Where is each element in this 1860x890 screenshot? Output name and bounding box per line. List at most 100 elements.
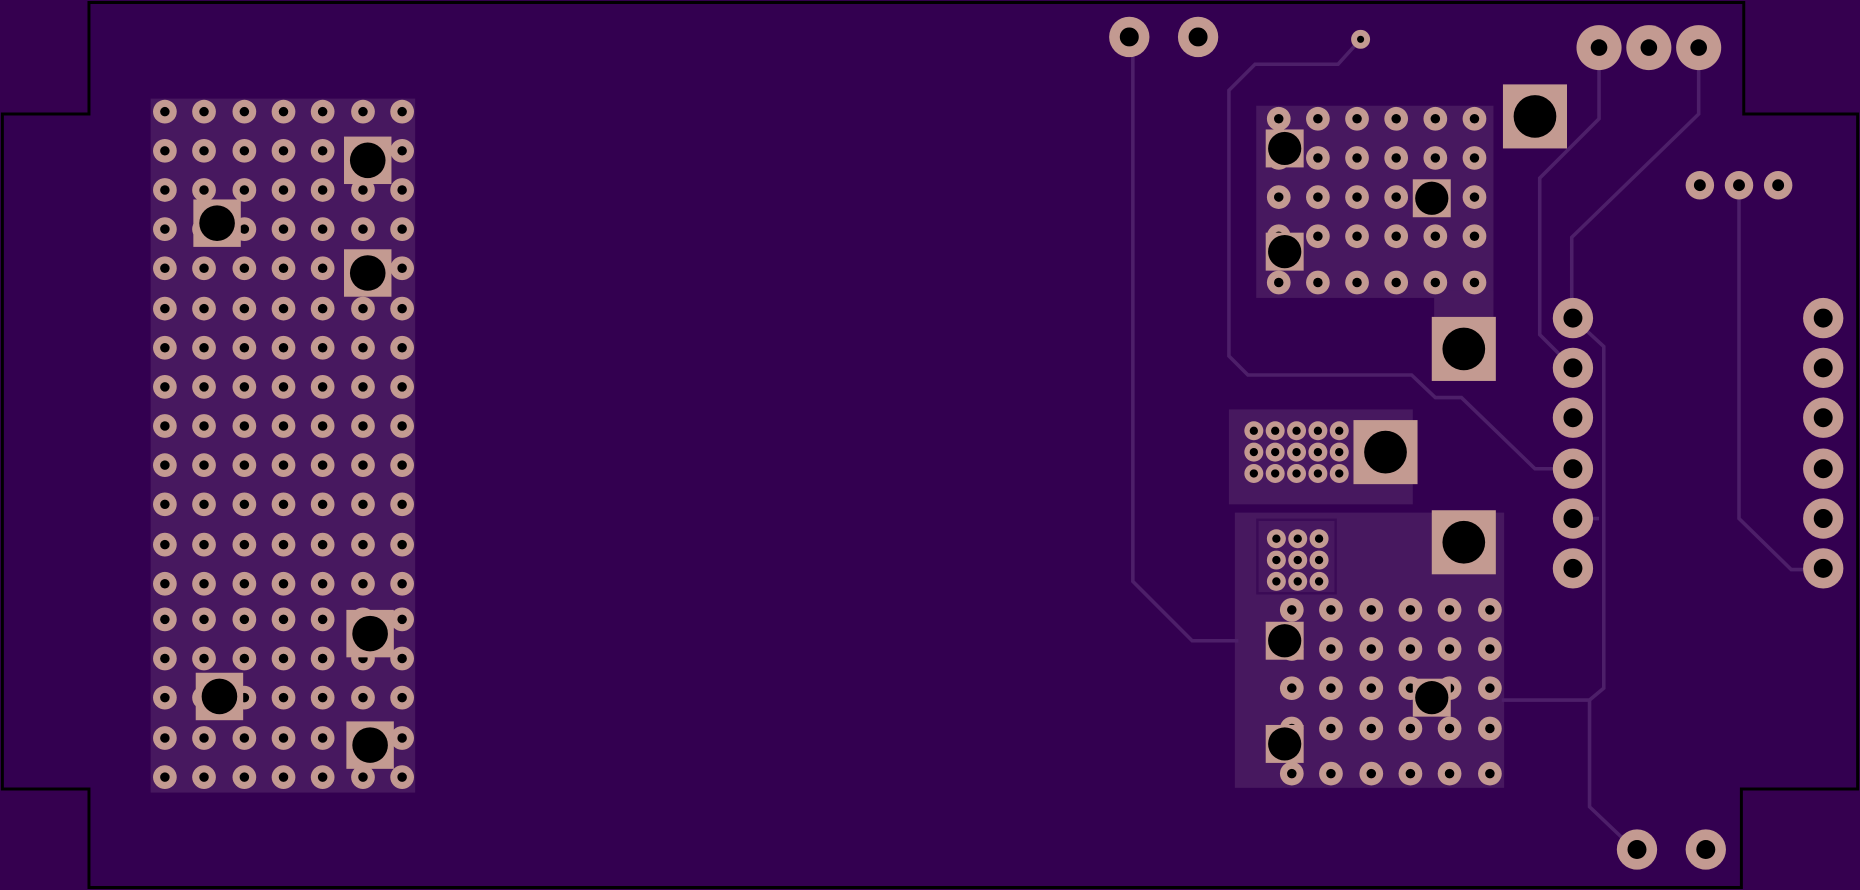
via-hole: [397, 692, 407, 703]
via-hole: [1366, 768, 1377, 779]
via-hole: [397, 342, 407, 353]
via-hole: [160, 421, 170, 431]
via-hole: [199, 539, 209, 550]
mounting-hole: [349, 255, 386, 291]
via-hole: [160, 382, 170, 392]
via-hole: [358, 539, 368, 550]
mounting-hole: [1513, 95, 1557, 138]
via-hole: [1313, 153, 1323, 163]
via-hole: [199, 185, 209, 195]
via-hole: [160, 263, 170, 273]
via-hole: [278, 499, 289, 510]
via-hole: [1693, 179, 1706, 192]
via-hole: [317, 614, 328, 625]
via-hole: [1352, 231, 1362, 241]
via-hole: [278, 185, 289, 195]
via-hole: [397, 539, 407, 550]
via-hole: [278, 460, 289, 470]
component-frame: [1256, 518, 1337, 595]
via-hole: [1352, 192, 1362, 202]
via-hole: [239, 460, 250, 470]
mounting-hole: [201, 678, 238, 715]
via-hole: [1335, 447, 1344, 457]
via-hole: [358, 106, 368, 117]
via-hole: [1444, 605, 1455, 615]
via-hole: [317, 342, 328, 353]
via-hole: [1391, 277, 1401, 288]
via-hole: [1444, 644, 1455, 654]
via-hole: [1293, 555, 1302, 565]
pads: [153, 16, 1844, 870]
via-hole: [1813, 558, 1833, 578]
via-hole: [199, 460, 209, 470]
via-hole: [278, 421, 289, 431]
via-hole: [1271, 426, 1280, 435]
via-hole: [278, 772, 289, 782]
via-hole: [1813, 408, 1833, 428]
via-hole: [317, 185, 328, 195]
via-hole: [1366, 723, 1377, 734]
via-hole: [1352, 114, 1362, 124]
via-hole: [278, 342, 289, 353]
via-hole: [1405, 644, 1416, 654]
via-hole: [278, 733, 289, 743]
via-hole: [1485, 683, 1495, 693]
via-hole: [1313, 277, 1323, 288]
via-hole: [317, 499, 328, 510]
via-hole: [239, 772, 250, 782]
via-hole: [278, 614, 289, 625]
via-hole: [160, 106, 170, 117]
mounting-hole: [1268, 131, 1302, 166]
via-hole: [1696, 840, 1716, 859]
traces: [1131, 38, 1824, 854]
via-hole: [1405, 605, 1416, 615]
via-hole: [1293, 534, 1302, 543]
via-hole: [199, 146, 209, 156]
via-hole: [1563, 509, 1583, 529]
via-hole: [1690, 39, 1707, 56]
mounting-hole: [1364, 430, 1407, 474]
via-hole: [358, 772, 368, 782]
via-hole: [1430, 153, 1441, 163]
via-hole: [1274, 192, 1284, 202]
mounting-hole: [352, 727, 388, 763]
via-hole: [1314, 577, 1324, 586]
via-hole: [199, 382, 209, 392]
via-hole: [317, 579, 328, 589]
via-hole: [1469, 277, 1480, 288]
via-hole: [239, 614, 250, 625]
via-hole: [397, 653, 407, 664]
via-hole: [358, 579, 368, 589]
via-hole: [239, 303, 250, 314]
via-hole: [1292, 426, 1301, 435]
via-hole: [1563, 408, 1583, 428]
copper-pour: [1434, 290, 1494, 317]
via-hole: [1590, 39, 1608, 56]
via-hole: [278, 539, 289, 550]
via-hole: [1352, 153, 1362, 163]
via-hole: [199, 263, 209, 273]
mounting-hole: [1268, 727, 1302, 761]
via-hole: [239, 539, 250, 550]
via-hole: [397, 146, 407, 156]
via-hole: [1469, 192, 1480, 202]
via-hole: [317, 692, 328, 703]
via-hole: [278, 382, 289, 392]
mounting-hole: [1442, 327, 1486, 371]
via-hole: [278, 303, 289, 314]
via-hole: [1813, 358, 1833, 378]
via-hole: [397, 224, 407, 234]
via-hole: [1366, 683, 1377, 693]
via-hole: [160, 772, 170, 782]
via-hole: [358, 303, 368, 314]
via-hole: [239, 579, 250, 589]
via-hole: [160, 499, 170, 510]
via-hole: [397, 106, 407, 117]
via-hole: [1188, 27, 1208, 47]
via-hole: [1287, 683, 1297, 693]
mounting-hole: [1415, 181, 1449, 215]
via-hole: [1563, 558, 1583, 578]
mounting-hole: [1268, 624, 1302, 658]
via-hole: [1272, 555, 1281, 565]
via-hole: [1313, 426, 1323, 435]
